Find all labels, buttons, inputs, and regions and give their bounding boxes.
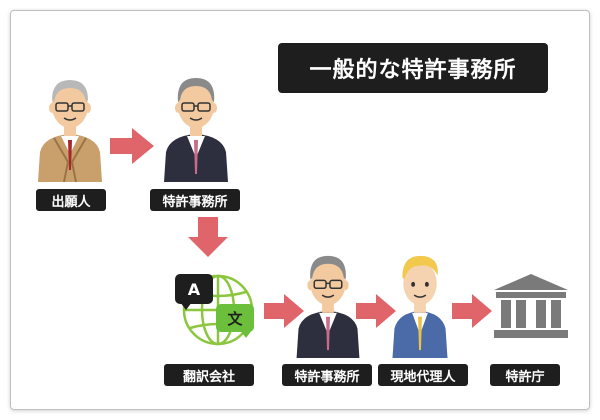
label-patent-office-1: 特許事務所 [150, 189, 240, 211]
bubble-a-label: A [187, 279, 201, 299]
diagram-title: 一般的な特許事務所 [278, 43, 548, 93]
patent-office-figure-1 [160, 70, 232, 182]
label-patent-office-2: 特許事務所 [282, 364, 372, 386]
local-agent-figure [388, 248, 452, 358]
bubble-bun-label: 文 [227, 309, 243, 328]
bubble-bun-tail [240, 330, 252, 338]
label-applicant: 出願人 [36, 189, 106, 211]
arrow-right-1 [110, 128, 154, 164]
label-patent-agency: 特許庁 [490, 364, 560, 386]
building-icon [494, 274, 568, 338]
label-translation-company: 翻訳会社 [164, 364, 254, 386]
bubble-a-tail [180, 302, 192, 310]
arrow-right-4 [452, 294, 492, 328]
label-local-agent: 現地代理人 [378, 364, 468, 386]
applicant-figure [34, 70, 106, 182]
arrow-right-2 [264, 294, 304, 328]
arrow-down [188, 217, 228, 257]
patent-office-figure-2 [292, 248, 364, 358]
bubble-bun: 文 [216, 304, 254, 332]
arrow-right-3 [356, 294, 396, 328]
bubble-a: A [175, 274, 213, 304]
